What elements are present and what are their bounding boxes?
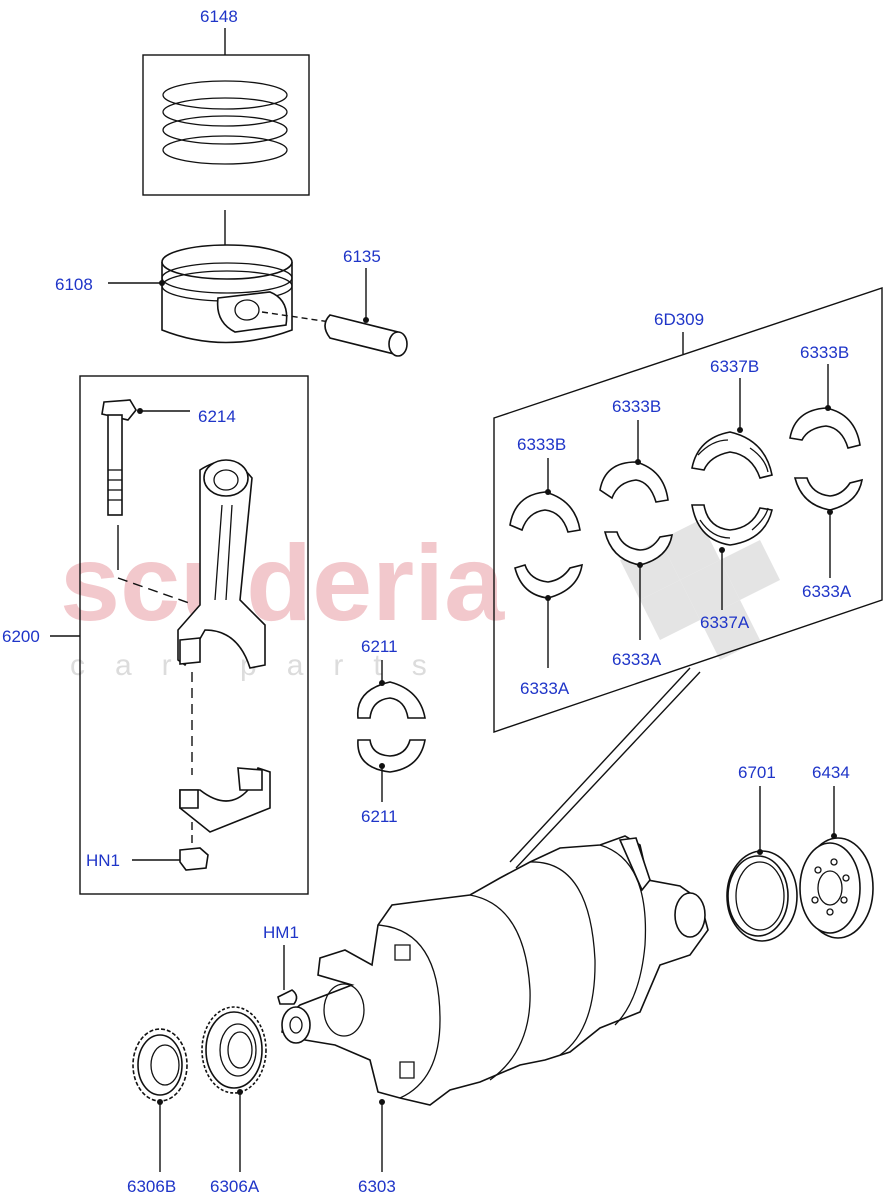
rod-bolt-6214[interactable] [101,399,193,605]
connecting-rod-assembly-6200[interactable] [50,375,309,895]
crank-sprocket-6306B[interactable] [132,1028,188,1172]
woodruff-key-hm1[interactable] [277,945,298,1005]
label-6200[interactable]: 6200 [2,627,40,646]
label-6333B-2[interactable]: 6333B [612,397,661,416]
connecting-rod-box [79,375,309,895]
watermark: scuderia car parts [60,520,780,682]
piston-rings-6148[interactable] [142,28,310,196]
label-hm1[interactable]: HM1 [263,923,299,942]
label-6434[interactable]: 6434 [812,763,850,782]
rear-oil-seal-6701[interactable] [726,786,798,942]
label-6337B[interactable]: 6337B [710,357,759,376]
label-6337A[interactable]: 6337A [700,613,750,632]
label-6306A[interactable]: 6306A [210,1177,260,1196]
watermark-main-text: scuderia [60,522,505,643]
piston-rings-box [142,54,310,196]
crankshaft-6303[interactable] [281,835,709,1172]
label-6D309[interactable]: 6D309 [654,310,704,329]
label-6214[interactable]: 6214 [198,407,236,426]
label-6333A-1[interactable]: 6333A [520,679,570,698]
label-6135[interactable]: 6135 [343,247,381,266]
label-6333B-1[interactable]: 6333B [517,435,566,454]
label-6211-bottom[interactable]: 6211 [361,807,398,826]
label-hn1[interactable]: HN1 [86,851,120,870]
flexplate-adaptor-6434[interactable] [799,786,874,939]
label-6333A-3[interactable]: 6333A [802,582,852,601]
label-6303[interactable]: 6303 [358,1177,396,1196]
label-6333B-3[interactable]: 6333B [800,343,849,362]
big-end-bearing-6211[interactable] [357,660,426,802]
label-6333A-2[interactable]: 6333A [612,650,662,669]
watermark-checker-flag [620,520,780,660]
label-6306B[interactable]: 6306B [127,1177,176,1196]
main-bearings-panel [493,287,883,733]
piston-pin-6135[interactable] [261,268,408,357]
crank-gear-6306A[interactable] [201,1006,267,1172]
label-6701[interactable]: 6701 [738,763,776,782]
label-6108[interactable]: 6108 [55,275,93,294]
main-bearings-kit-6D309[interactable] [493,287,883,869]
callout-labels: 6148 6108 6135 6D309 6214 6200 HN1 6211 … [2,7,852,1196]
label-6211-top[interactable]: 6211 [361,637,398,656]
piston-6108[interactable] [108,210,293,344]
rod-nut-hn1[interactable] [132,822,209,871]
label-6148[interactable]: 6148 [200,7,238,26]
